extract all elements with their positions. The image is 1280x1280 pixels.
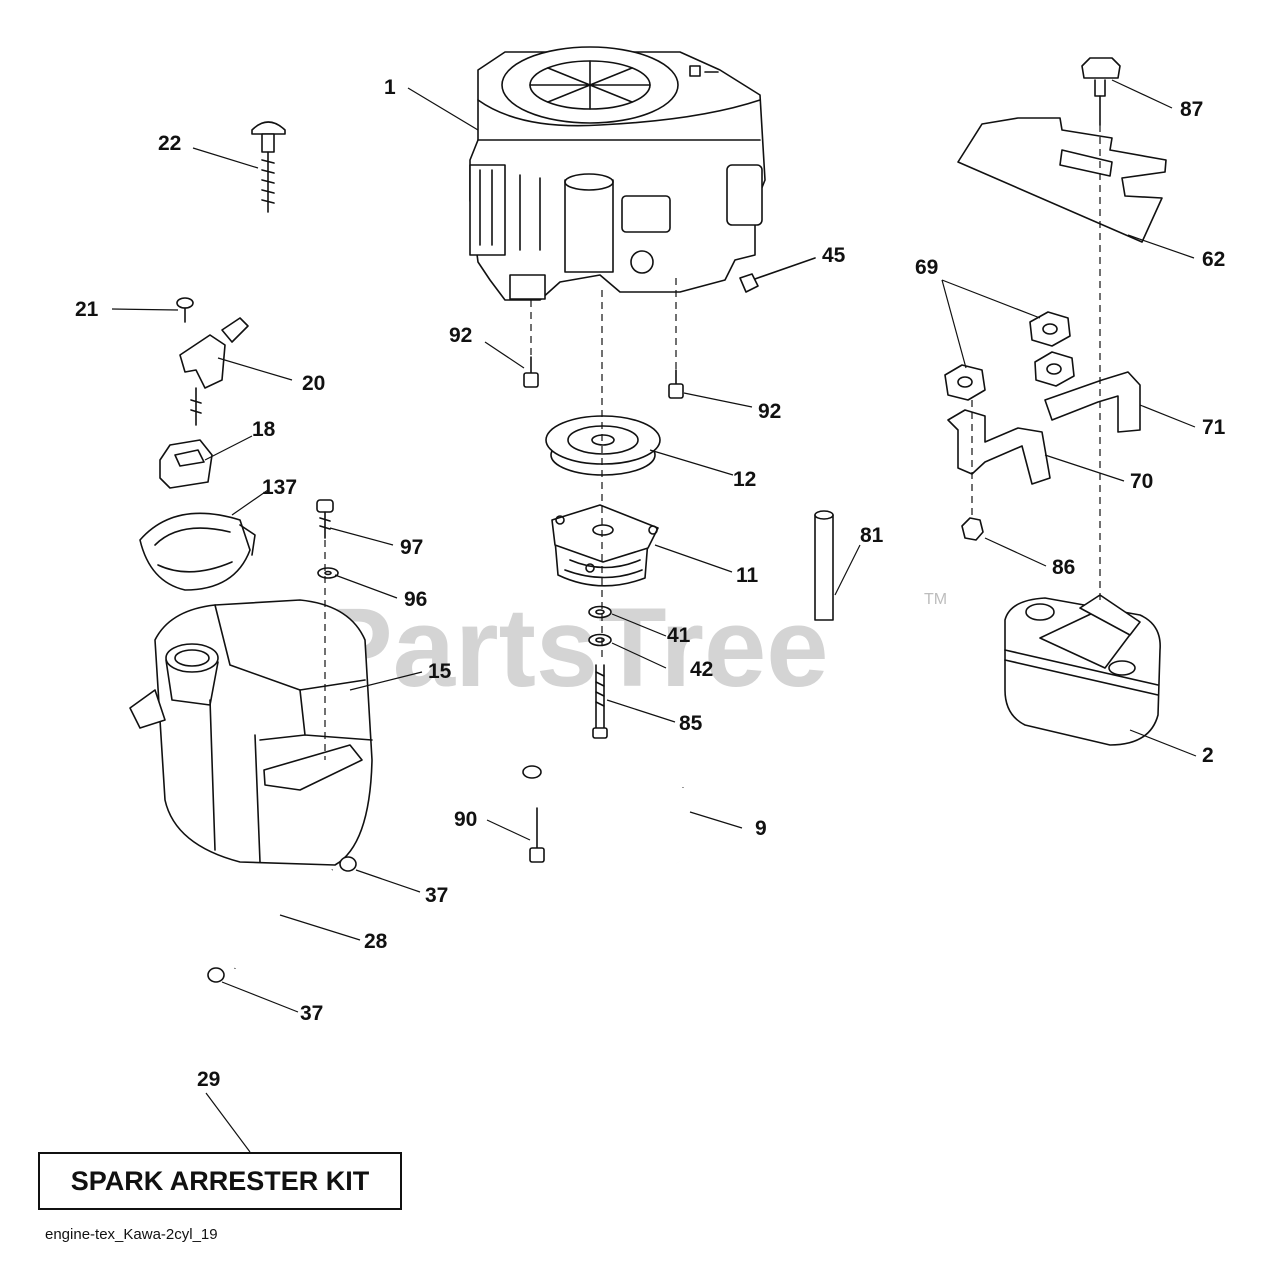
callout-21: 21: [75, 298, 99, 321]
exhaust-pipe-71-part[interactable]: [1044, 371, 1141, 433]
knob-87-part[interactable]: [1081, 57, 1121, 126]
fuel-tank-15-part[interactable]: [129, 599, 373, 866]
callout-1: 1: [384, 76, 396, 99]
callout-22: 22: [158, 132, 181, 155]
callout-70: 70: [1130, 470, 1153, 493]
callout-37-upper: 37: [425, 884, 448, 907]
bolt-45-part[interactable]: [739, 257, 816, 293]
callout-92-left: 92: [449, 324, 472, 347]
callout-69: 69: [915, 256, 938, 279]
bolt-92-right-part[interactable]: [668, 369, 684, 399]
fuel-hose-28-part[interactable]: [233, 868, 334, 969]
watermark-tm: TM: [924, 591, 947, 608]
callout-12: 12: [733, 468, 756, 491]
diagram-caption: engine-tex_Kawa-2cyl_19: [45, 1226, 218, 1243]
gasket-69-right-part[interactable]: [1029, 311, 1075, 387]
pulley-12-part[interactable]: [545, 415, 661, 476]
bolt-85-part[interactable]: [592, 664, 608, 739]
callout-96: 96: [404, 588, 427, 611]
callout-137: 137: [262, 476, 297, 499]
spark-arrester-kit-box[interactable]: SPARK ARRESTER KIT: [38, 1152, 402, 1210]
callout-97: 97: [400, 536, 423, 559]
bracket-20-part[interactable]: [176, 297, 249, 426]
fuel-cap-18-part[interactable]: [159, 439, 213, 489]
exhaust-pipe-70-part[interactable]: [947, 409, 1051, 485]
watermark: PartsTree: [318, 585, 829, 710]
bolt-22-part[interactable]: [251, 121, 286, 213]
callout-85: 85: [679, 712, 703, 735]
callout-87: 87: [1180, 98, 1203, 121]
callout-71: 71: [1202, 416, 1226, 439]
clamp-37-lower-part[interactable]: [207, 967, 225, 983]
nut-86-part[interactable]: [961, 517, 984, 541]
strainer-137-part[interactable]: [139, 512, 256, 591]
washer-96-part[interactable]: [317, 567, 339, 579]
clamp-37-upper-part[interactable]: [339, 856, 357, 872]
callout-9: 9: [755, 817, 767, 840]
callout-11: 11: [736, 564, 759, 587]
callout-15: 15: [428, 660, 452, 683]
engine-part[interactable]: [469, 46, 766, 301]
spark-arrester-kit-label: SPARK ARRESTER KIT: [70, 1165, 370, 1196]
washer-42-part[interactable]: [588, 633, 612, 647]
callout-81: 81: [860, 524, 884, 547]
callout-28: 28: [364, 930, 388, 953]
washer-41-part[interactable]: [588, 605, 612, 619]
callout-92-right: 92: [758, 400, 781, 423]
screw-97-part[interactable]: [316, 499, 334, 539]
callout-2: 2: [1202, 744, 1214, 767]
callout-45: 45: [822, 244, 846, 267]
clutch-11-part[interactable]: [551, 504, 659, 587]
callout-37-lower: 37: [300, 1002, 323, 1025]
callout-42: 42: [690, 658, 713, 681]
callout-20: 20: [302, 372, 325, 395]
callout-29: 29: [197, 1068, 220, 1091]
heat-shield-62-part[interactable]: [957, 117, 1167, 243]
muffler-2-part[interactable]: [1004, 594, 1161, 746]
callout-90: 90: [454, 808, 477, 831]
bolt-92-left-part[interactable]: [523, 356, 539, 388]
tube-81-part[interactable]: [814, 510, 834, 621]
callout-62: 62: [1202, 248, 1225, 271]
gasket-69-left-part[interactable]: [944, 364, 986, 401]
bolt-90-part[interactable]: [529, 807, 545, 863]
callout-86: 86: [1052, 556, 1075, 579]
callout-41: 41: [667, 624, 691, 647]
rod-9-part[interactable]: [522, 765, 729, 884]
leader-lines: [111, 79, 1197, 1153]
callout-18: 18: [252, 418, 276, 441]
